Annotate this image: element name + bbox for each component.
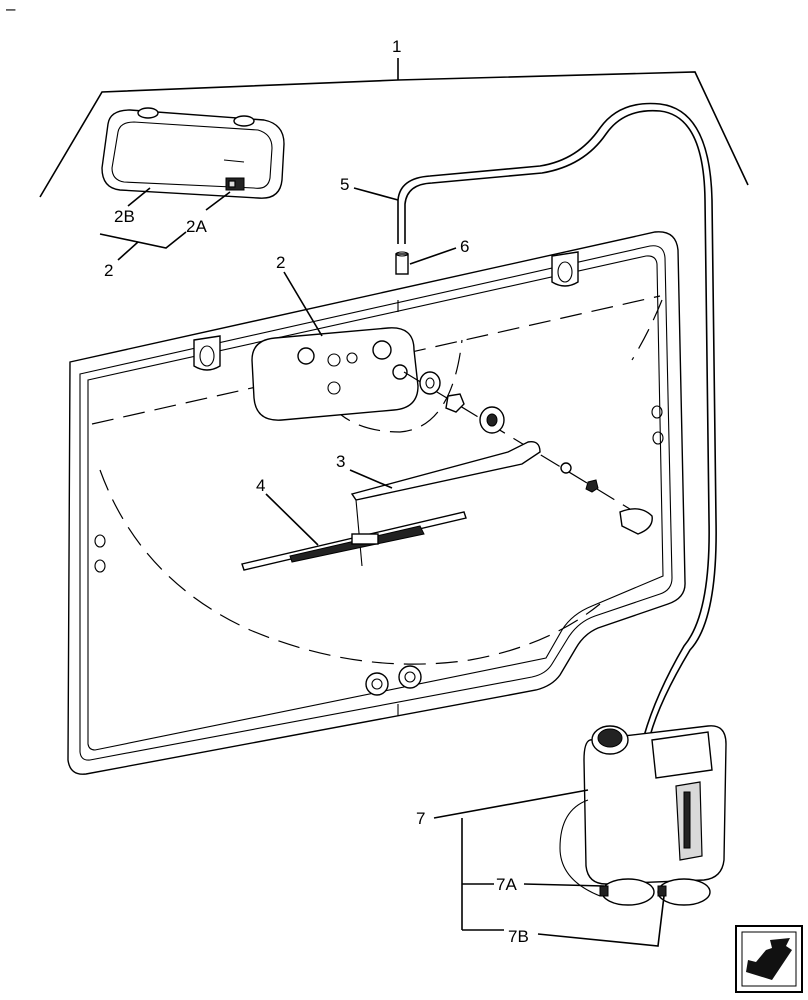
callout-2B-label: 2B (114, 207, 135, 226)
callout-2-bracket: 2 (99, 231, 187, 280)
callout-1-label: 1 (392, 37, 401, 56)
callout-2A: 2A (186, 191, 231, 236)
callout-7A: 7A (496, 875, 605, 894)
callout-3-label: 3 (336, 452, 345, 471)
callout-7B-label: 7B (508, 927, 529, 946)
wiper-switch (101, 107, 285, 199)
frame-holes (94, 405, 664, 696)
callout-2-label: 2 (104, 261, 113, 280)
callout-6-label: 6 (460, 237, 469, 256)
callout-5: 5 (340, 175, 399, 201)
callout-7: 7 (416, 789, 589, 828)
next-page-arrow-icon[interactable] (735, 925, 803, 993)
wiper-motor (251, 327, 419, 421)
hinge-left (193, 335, 221, 371)
callout-1: 1 (39, 37, 749, 198)
callout-4-label: 4 (256, 476, 265, 495)
wiper-blade (241, 511, 467, 571)
callout-2B: 2B (114, 187, 151, 226)
callout-5-label: 5 (340, 175, 349, 194)
washer-pump-7B (657, 878, 711, 906)
washer-pump-7A (599, 878, 655, 906)
callout-3: 3 (336, 452, 393, 489)
rear-window-frame (67, 231, 686, 775)
callout-2A-label: 2A (186, 217, 207, 236)
callout-2-top-label: 2 (276, 253, 285, 272)
washer-hose (397, 102, 717, 737)
callout-4: 4 (256, 476, 319, 546)
washer-reservoir (559, 725, 727, 897)
washer-nozzle (395, 251, 409, 275)
callout-7-label: 7 (416, 809, 425, 828)
callout-2-top: 2 (276, 253, 323, 337)
hinge-right (551, 251, 579, 287)
wiper-arm (350, 441, 541, 567)
callout-7-bracket (461, 818, 504, 931)
callout-7A-label: 7A (496, 875, 517, 894)
callout-7B: 7B (508, 895, 665, 947)
callout-6: 6 (409, 237, 469, 265)
corner-mark: – (6, 0, 16, 18)
